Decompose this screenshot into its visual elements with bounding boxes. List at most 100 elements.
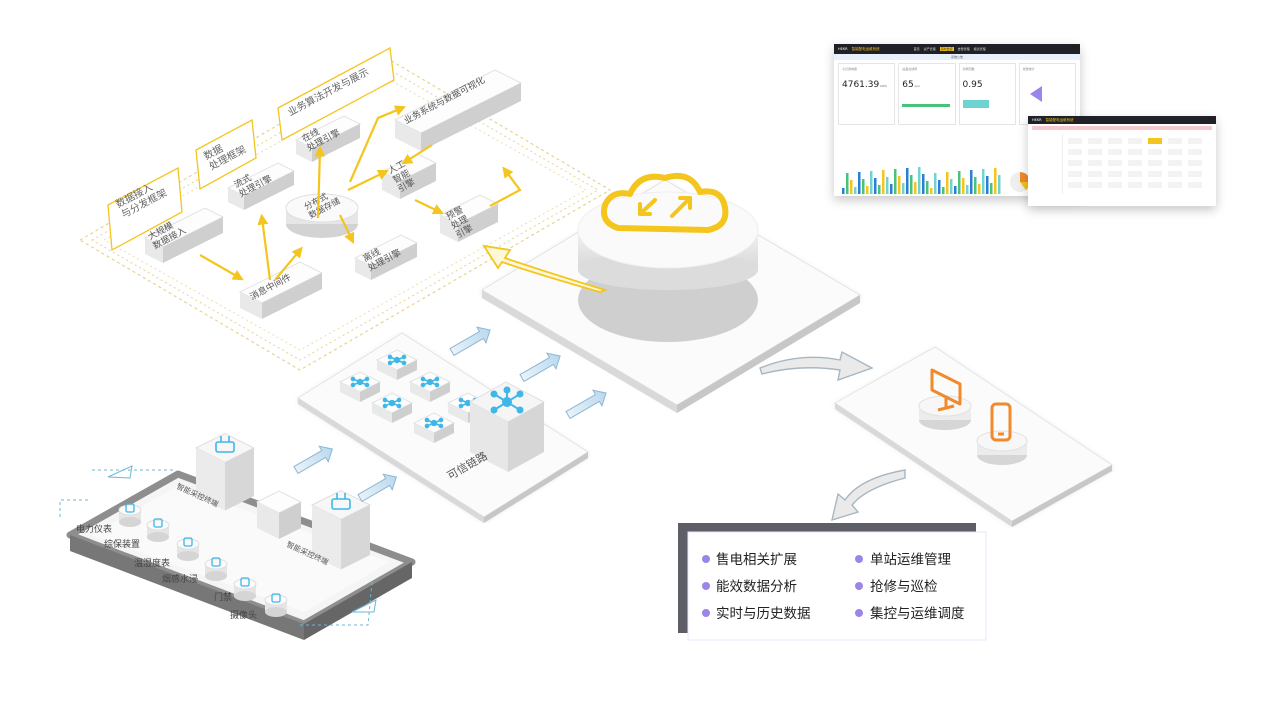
calendar-cell[interactable]	[1128, 149, 1142, 155]
feature-bullet	[855, 582, 863, 590]
dashboard-nav-item[interactable]: 告警管理	[957, 47, 970, 51]
calendar-cell[interactable]	[1128, 182, 1142, 188]
device-label-5: 门禁	[214, 591, 232, 603]
device-5: 门禁	[214, 577, 257, 603]
calendar-cell[interactable]	[1168, 171, 1182, 177]
device-icon-3	[183, 537, 193, 547]
data-flow-arrows	[293, 326, 607, 503]
feature-right-1: 单站运维管理	[855, 552, 951, 568]
calendar-cell[interactable]	[1128, 160, 1142, 166]
calendar-cell[interactable]	[1148, 182, 1162, 188]
calendar-cell[interactable]	[1068, 160, 1082, 166]
dashboard-bar-chart	[842, 164, 1012, 194]
bar-mark	[934, 173, 937, 194]
bar-mark	[946, 172, 949, 194]
box-alarm-engine: 预警处理引擎	[438, 194, 500, 242]
network-node-icon	[420, 376, 440, 388]
calendar-cell[interactable]	[1128, 171, 1142, 177]
calendar-cell[interactable]	[1088, 149, 1102, 155]
calendar-cell[interactable]	[1108, 138, 1122, 144]
calendar-cell[interactable]	[1148, 138, 1162, 144]
calendar-cell[interactable]	[1148, 171, 1162, 177]
feature-bullet	[702, 582, 710, 590]
calendar-cell[interactable]	[1188, 171, 1202, 177]
desktop-terminal	[918, 368, 972, 430]
dashboard-donut	[1010, 172, 1030, 192]
dashboard-nav-item[interactable]: 报表管理	[973, 47, 986, 51]
calendar-cell[interactable]	[1168, 138, 1182, 144]
edge-dash-right	[300, 581, 373, 626]
bar-mark	[922, 174, 925, 194]
calendar-cell[interactable]	[1168, 182, 1182, 188]
calendar-cell[interactable]	[1088, 138, 1102, 144]
bar-mark	[882, 170, 885, 194]
calendar-cell[interactable]	[1068, 149, 1082, 155]
calendar-cell[interactable]	[1128, 138, 1142, 144]
card-value: 65 pcs	[902, 80, 920, 90]
bar-mark	[870, 171, 873, 194]
calendar-cell[interactable]	[1068, 138, 1082, 144]
device-icon-5	[240, 577, 250, 587]
flow-arrow-3	[449, 326, 491, 357]
calendar-cell[interactable]	[1068, 171, 1082, 177]
calendar-cell[interactable]	[1108, 171, 1122, 177]
feature-bullet	[702, 609, 710, 617]
device-icon-1	[125, 503, 135, 513]
bar-mark	[938, 180, 941, 194]
bar-mark	[906, 168, 909, 194]
calendar-cell[interactable]	[1188, 138, 1202, 144]
dashboard-nav-item[interactable]: 资产管理	[923, 47, 936, 51]
calendar-cell[interactable]	[1188, 182, 1202, 188]
device-icon-6	[271, 593, 281, 603]
bar-mark	[966, 185, 969, 194]
calendar-cell[interactable]	[1188, 149, 1202, 155]
feature-left-2: 能效数据分析	[702, 579, 797, 595]
framework-outer-plate	[78, 59, 612, 371]
device-1: 电力仪表	[76, 503, 142, 535]
calendar-cell[interactable]	[1088, 171, 1102, 177]
card-value: 4761.39 kWh	[842, 80, 887, 90]
device-icon-2	[153, 518, 163, 528]
bar-mark	[898, 176, 901, 194]
cloud-sync-icon	[600, 172, 729, 233]
dashboard-screenshot-secondary: HEKR 智能配电运维系统	[1028, 116, 1216, 206]
calendar-cell[interactable]	[1168, 160, 1182, 166]
switch-cube-2	[375, 349, 419, 380]
gateway-device-icon	[215, 436, 235, 453]
box-message-middleware: 消息中间件	[238, 261, 324, 319]
dashboard2-pinkbar	[1032, 126, 1212, 130]
bar-mark	[978, 184, 981, 194]
dashboard-nav-item[interactable]: 首页	[913, 47, 920, 51]
calendar-cell[interactable]	[1108, 160, 1122, 166]
bar-mark	[982, 169, 985, 194]
bar-mark	[990, 183, 993, 194]
feature-right-3: 集控与运维调度	[855, 606, 965, 622]
dashboard-topbar: HEKR 智能配电运维系统 首页资产管理实时监控告警管理报表管理	[834, 44, 1080, 54]
calendar-cell[interactable]	[1148, 149, 1162, 155]
dashboard-system-name: 智能配电运维系统	[851, 46, 880, 51]
calendar-cell[interactable]	[1088, 182, 1102, 188]
feature-bullet	[855, 555, 863, 563]
calendar-cell[interactable]	[1068, 182, 1082, 188]
calendar-cell[interactable]	[1148, 160, 1162, 166]
device-label-1: 电力仪表	[76, 523, 112, 535]
calendar-cell[interactable]	[1168, 149, 1182, 155]
calendar-cell[interactable]	[1088, 160, 1102, 166]
dashboard-nav-item[interactable]: 实时监控	[939, 47, 954, 51]
dashboard-nav: 首页资产管理实时监控告警管理报表管理	[914, 47, 986, 51]
bar-mark	[842, 188, 845, 194]
card-title: 功率因数	[962, 67, 975, 71]
bar-mark	[890, 184, 893, 194]
network-node-icon	[350, 376, 370, 388]
bar-mark	[998, 175, 1001, 194]
bar-mark	[854, 187, 857, 194]
calendar-cell[interactable]	[1188, 160, 1202, 166]
calendar-cell[interactable]	[1108, 182, 1122, 188]
bar-mark	[970, 170, 973, 194]
calendar-cell[interactable]	[1108, 149, 1122, 155]
